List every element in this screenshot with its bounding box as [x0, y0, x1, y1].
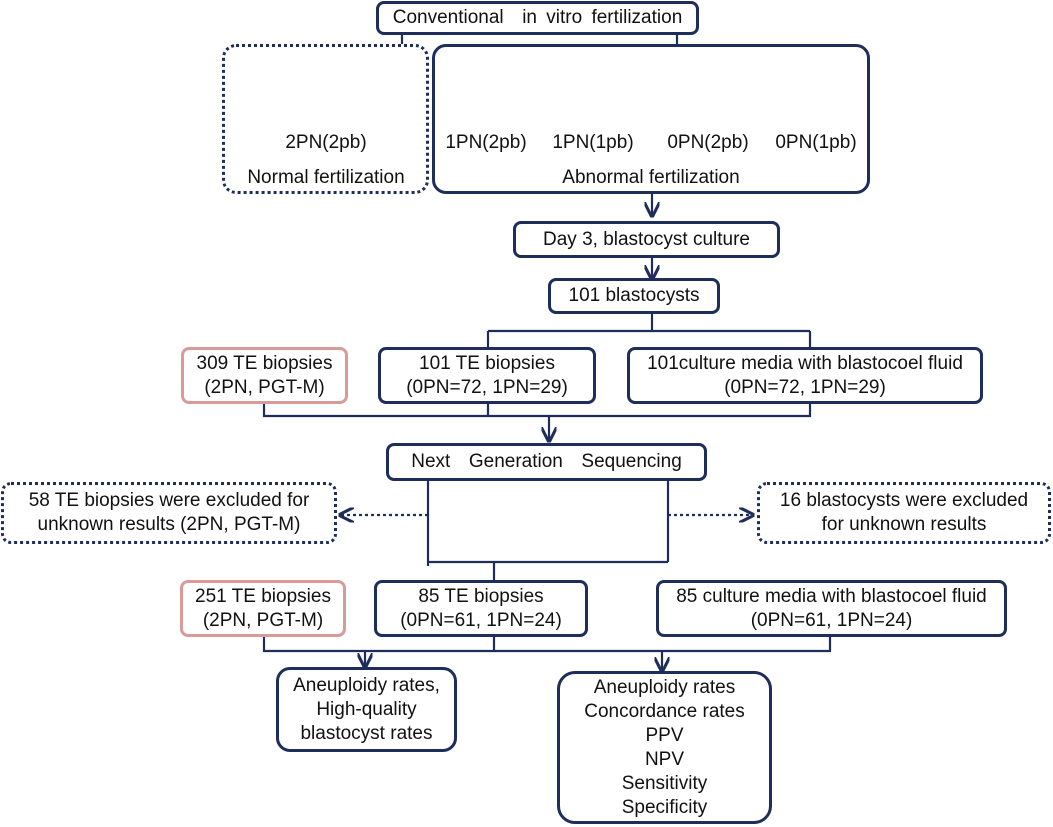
normal-fertilization-caption: Normal fertilization	[247, 167, 405, 188]
outcome-right-line6: Specificity	[621, 796, 708, 818]
conventional-ivf-label: Conventional in vitro fertilization	[392, 7, 683, 28]
culture-media-101-line2: (0PN=72, 1PN=29)	[724, 376, 886, 398]
outcome-right-line2: Concordance rates	[584, 700, 745, 722]
te-biopsies-309-line2: (2PN, PGT-M)	[204, 376, 325, 398]
excluded-16-box: 16 blastocysts were excluded for unknown…	[757, 482, 1051, 544]
outcome-right-line3: PPV	[645, 724, 684, 746]
excluded-16-line1: 16 blastocysts were excluded	[779, 490, 1029, 511]
te-biopsies-309-line1: 309 TE biopsies	[196, 352, 333, 374]
ngs-label: Next Generation Sequencing	[411, 451, 682, 472]
connector-merge-1	[262, 404, 812, 418]
culture-media-101-line1: 101culture media with blastocoel fluid	[647, 352, 963, 374]
outcome-left-line3: blastocyst rates	[300, 722, 433, 744]
te-biopsies-85-box: 85 TE biopsies (0PN=61, 1PN=24)	[374, 580, 588, 637]
outcome-right-line5: Sensitivity	[621, 772, 708, 794]
te-biopsies-251-box: 251 TE biopsies (2PN, PGT-M)	[180, 580, 346, 637]
te-biopsies-101-line2: (0PN=72, 1PN=29)	[406, 376, 568, 398]
day3-culture-label: Day 3, blastocyst culture	[543, 228, 750, 250]
te-biopsies-251-line2: (2PN, PGT-M)	[202, 609, 324, 631]
blastocysts-101-box: 101 blastocysts	[548, 278, 720, 314]
blastocysts-101-label: 101 blastocysts	[568, 285, 700, 306]
outcome-right-line1: Aneuploidy rates	[593, 676, 736, 698]
te-biopsies-85-line2: (0PN=61, 1PN=24)	[400, 609, 562, 631]
te-biopsies-85-line1: 85 TE biopsies	[418, 585, 544, 607]
label-1pn-2pb: 1PN(2pb)	[445, 132, 527, 153]
connector-split-1	[486, 313, 812, 348]
te-biopsies-101-line1: 101 TE biopsies	[419, 352, 555, 374]
culture-media-101-box: 101culture media with blastocoel fluid (…	[627, 347, 983, 404]
culture-media-85-line1: 85 culture media with blastocoel fluid	[676, 585, 987, 607]
te-biopsies-251-line1: 251 TE biopsies	[195, 585, 331, 607]
outcome-right-line4: NPV	[644, 748, 685, 770]
excluded-16-line2: for unknown results	[821, 514, 987, 535]
connector-right-outcome	[494, 636, 832, 653]
excluded-58-box: 58 TE biopsies were excluded for unknown…	[1, 482, 337, 544]
abnormal-fertilization-caption: Abnormal fertilization	[562, 167, 740, 188]
outcome-left-line1: Aneuploidy rates,	[293, 674, 440, 696]
connector-split-2	[426, 560, 668, 580]
outcome-left-box: Aneuploidy rates, High-quality blastocys…	[276, 667, 457, 752]
label-1pn-1pb: 1PN(1pb)	[552, 132, 634, 153]
ngs-box: Next Generation Sequencing	[386, 443, 707, 481]
connector-left-outcome	[262, 636, 496, 653]
outcome-right-box: Aneuploidy rates Concordance rates PPV N…	[557, 671, 772, 824]
abnormal-fertilization-group	[432, 44, 870, 194]
culture-media-85-box: 85 culture media with blastocoel fluid (…	[656, 580, 1007, 637]
te-biopsies-309-box: 309 TE biopsies (2PN, PGT-M)	[181, 347, 348, 404]
conventional-ivf-box: Conventional in vitro fertilization	[376, 1, 699, 35]
normal-fertilization-group	[222, 44, 429, 194]
excluded-58-line2: unknown results (2PN, PGT-M)	[37, 514, 301, 535]
te-biopsies-101-box: 101 TE biopsies (0PN=72, 1PN=29)	[378, 347, 596, 404]
label-2pn-2pb: 2PN(2pb)	[285, 132, 367, 153]
day3-culture-box: Day 3, blastocyst culture	[513, 221, 780, 258]
culture-media-85-line2: (0PN=61, 1PN=24)	[750, 609, 913, 631]
label-0pn-1pb: 0PN(1pb)	[775, 132, 857, 153]
excluded-58-line1: 58 TE biopsies were excluded for	[28, 490, 310, 511]
label-0pn-2pb: 0PN(2pb)	[667, 132, 749, 153]
outcome-left-line2: High-quality	[316, 698, 417, 720]
